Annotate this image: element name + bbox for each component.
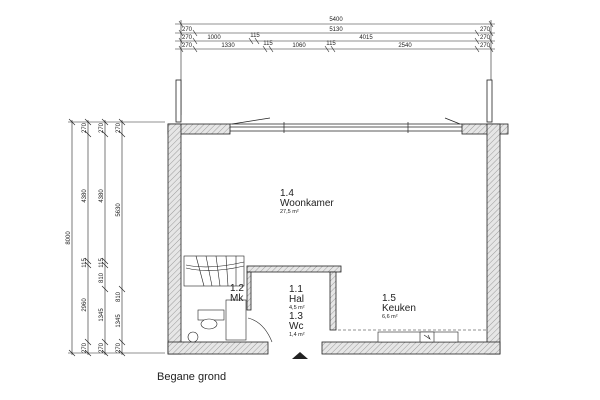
room-hal-area: 4,5 m² xyxy=(289,305,305,311)
room-hal-name: Hal xyxy=(289,294,304,305)
dim-left-c2-3: 2960 xyxy=(82,298,88,312)
dim-left-c4-3: 1345 xyxy=(116,314,122,328)
wc-fixtures xyxy=(187,299,273,343)
dim-top-r2-0: 270 xyxy=(182,27,193,33)
left-dimension-labels: 8000 270 4380 115 2960 270 270 4380 115 … xyxy=(66,122,122,353)
room-wc: 1.3 Wc 1,4 m² xyxy=(289,311,305,338)
dim-top-r3-1: 1000 xyxy=(207,35,221,41)
dim-top-total: 5400 xyxy=(329,17,343,23)
room-woonkamer: 1.4 Woonkamer 27,5 m² xyxy=(280,188,334,215)
dim-top-r3-2: 115 xyxy=(250,33,260,39)
dim-top-r4-3: 1060 xyxy=(292,43,306,49)
dim-top-r3-0: 270 xyxy=(182,35,193,41)
dim-left-c4-1: 5630 xyxy=(116,203,122,217)
dim-left-c4-4: 270 xyxy=(116,342,122,353)
floor-level-label: Begane grond xyxy=(157,371,227,383)
room-keuken-name: Keuken xyxy=(382,303,416,314)
room-woonkamer-name: Woonkamer xyxy=(280,198,334,209)
room-wc-id: 1.3 xyxy=(289,311,303,322)
room-keuken: 1.5 Keuken 6,6 m² xyxy=(382,293,416,320)
dim-top-r2-2: 270 xyxy=(480,27,491,33)
dim-top-r4-1: 1330 xyxy=(221,43,235,49)
dim-left-c4-2: 810 xyxy=(116,291,122,302)
dim-left-c2-2: 115 xyxy=(82,258,88,268)
room-hal: 1.1 Hal 4,5 m² xyxy=(289,284,305,311)
dim-left-c3-1: 4380 xyxy=(99,189,105,203)
room-wc-name: Wc xyxy=(289,321,303,332)
room-keuken-area: 6,6 m² xyxy=(382,314,398,320)
dim-top-r4-6: 270 xyxy=(480,43,491,49)
dim-left-c3-3: 810 xyxy=(99,272,105,283)
staircase xyxy=(183,255,245,287)
top-dimension-chain xyxy=(175,20,495,115)
room-mk-name: Mk xyxy=(230,293,244,304)
top-dimension-labels: 5400 270 5130 270 270 1000 115 4015 270 … xyxy=(182,17,491,49)
dim-left-c2-0: 270 xyxy=(82,122,88,133)
dim-left-c2-1: 4380 xyxy=(82,189,88,203)
room-wc-area: 1,4 m² xyxy=(289,332,305,338)
dim-top-r4-2: 115 xyxy=(263,41,273,47)
dim-left-c3-2: 115 xyxy=(99,258,105,268)
kitchen-counter xyxy=(338,329,487,343)
walls xyxy=(167,79,509,355)
dim-left-c4-0: 270 xyxy=(116,122,122,133)
dim-top-r4-0: 270 xyxy=(182,43,193,49)
dim-top-r2-1: 5130 xyxy=(329,27,343,33)
room-mk: 1.2 Mk xyxy=(230,283,244,304)
dim-left-c3-0: 270 xyxy=(99,122,105,133)
entrance-arrow xyxy=(292,352,308,359)
room-woonkamer-id: 1.4 xyxy=(280,188,294,199)
dim-top-r3-3: 4015 xyxy=(359,35,373,41)
left-dimension-chain xyxy=(68,118,165,357)
room-mk-id: 1.2 xyxy=(230,283,244,294)
room-hal-id: 1.1 xyxy=(289,284,303,295)
room-woonkamer-area: 27,5 m² xyxy=(280,209,299,215)
dim-left-outer: 8000 xyxy=(66,231,72,245)
dim-left-c3-4: 1345 xyxy=(99,308,105,322)
dim-left-c3-5: 270 xyxy=(99,342,105,353)
front-facade-frame xyxy=(230,117,462,133)
dim-top-r3-4: 270 xyxy=(480,35,491,41)
dim-top-r4-5: 2540 xyxy=(398,43,412,49)
dim-top-r4-4: 115 xyxy=(326,41,336,47)
room-keuken-id: 1.5 xyxy=(382,293,396,304)
dim-left-c2-4: 270 xyxy=(82,342,88,353)
